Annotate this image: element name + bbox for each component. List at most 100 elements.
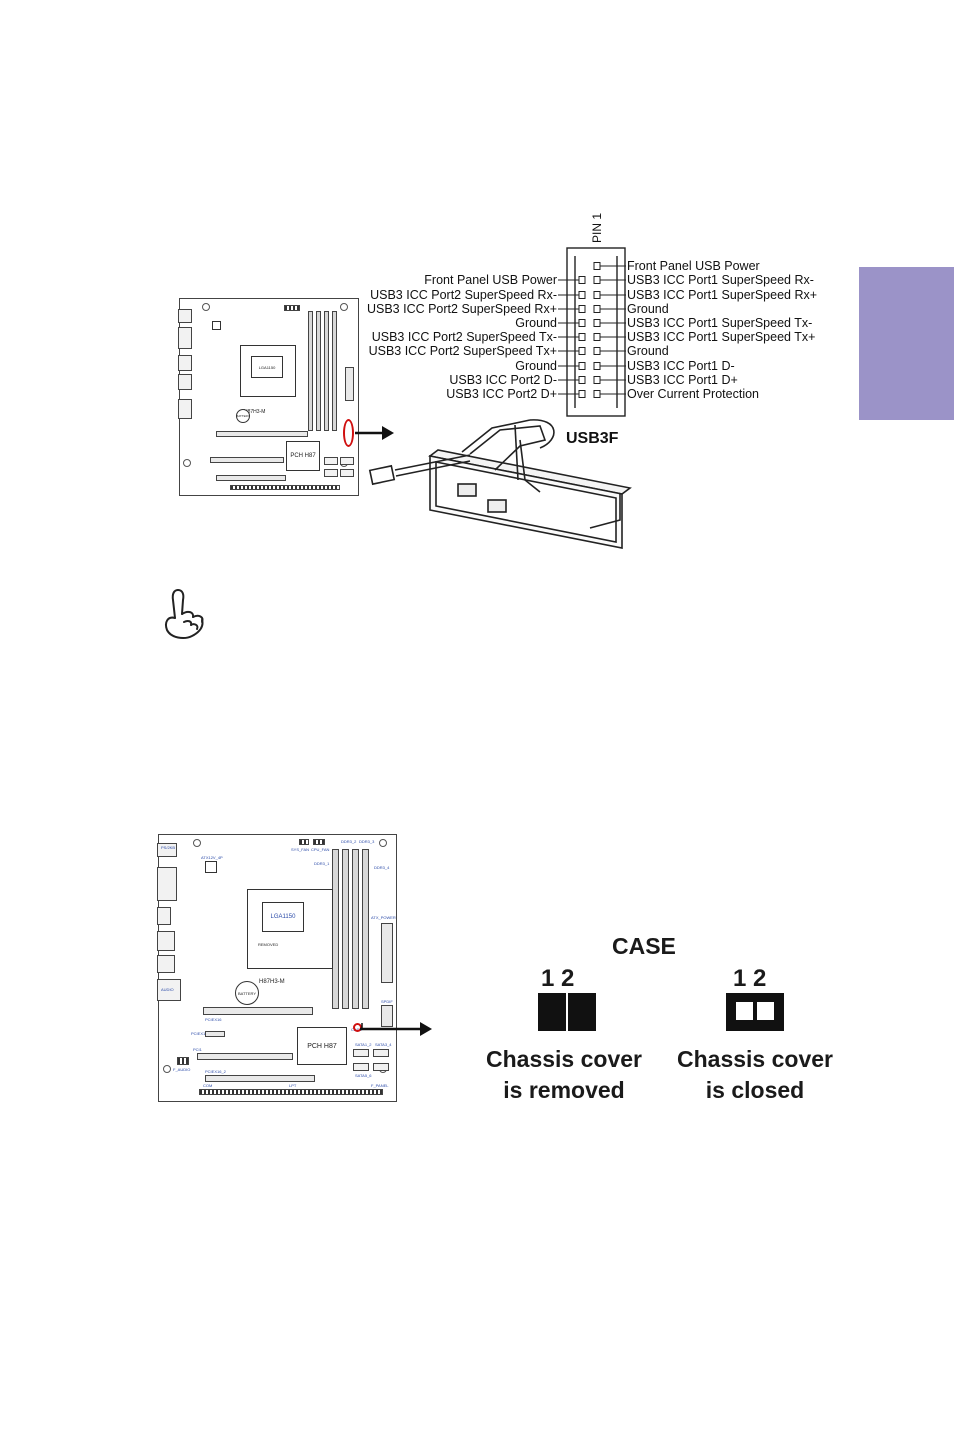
ddr3-3-label: DDR3_3 xyxy=(359,839,375,844)
atx12v-connector xyxy=(205,861,217,873)
atx-power-connector xyxy=(345,367,354,401)
dimm-slot xyxy=(332,311,337,431)
mount-hole xyxy=(340,303,348,311)
cpu-fan-label: CPU_FAN xyxy=(311,847,330,852)
sata-port xyxy=(340,469,354,477)
f-audio-label: F_AUDIO xyxy=(173,1067,191,1072)
ddr3-1-label: DDR3_1 xyxy=(314,861,330,866)
lpt-label: LPT xyxy=(289,1083,297,1088)
mount-hole xyxy=(163,1065,171,1073)
pin-label-right: Front Panel USB Power xyxy=(627,259,760,273)
pcie-x16-slot xyxy=(216,431,308,437)
mount-hole xyxy=(193,839,201,847)
dimm-slot xyxy=(324,311,329,431)
sata-port xyxy=(340,457,354,465)
board-model: H87H3-M xyxy=(244,409,266,415)
dimm-slot-2 xyxy=(342,849,349,1009)
pcie-x16-slot xyxy=(203,1007,313,1015)
sys-fan-label: SYS_FAN xyxy=(291,847,310,852)
battery: BATTERY xyxy=(236,409,250,423)
motherboard-diagram-bottom: PS/2KB AUDIO ATX12V_4P SYS_FAN CPU_FAN D… xyxy=(157,834,397,1102)
jumper-open-closed-icon xyxy=(726,993,784,1031)
cpu-socket-label: LGA1150 xyxy=(251,356,283,378)
pcie-x16-2-slot xyxy=(205,1075,315,1082)
pin-label-right: Ground xyxy=(627,344,669,358)
case-jumper-highlight xyxy=(353,1023,362,1032)
pin-label-right: Ground xyxy=(627,302,669,316)
atx12v-connector xyxy=(212,321,221,330)
chipset: PCH H87 xyxy=(297,1027,347,1065)
sata-port xyxy=(373,1063,389,1071)
io-port xyxy=(178,399,192,419)
pci-slot xyxy=(197,1053,293,1060)
sata-port xyxy=(353,1049,369,1057)
spdif-label: SPDIF xyxy=(381,999,393,1004)
case-jumper-title: CASE xyxy=(612,933,676,959)
battery: BATTERY xyxy=(235,981,259,1005)
sata-port xyxy=(324,457,338,465)
dimm-slot xyxy=(316,311,321,431)
pin-label-left: USB3 ICC Port2 SuperSpeed Rx+ xyxy=(366,302,557,316)
com-label: COM xyxy=(203,1083,213,1088)
bottom-headers xyxy=(199,1089,383,1095)
pin1-label: PIN 1 xyxy=(590,212,604,243)
pci-slot xyxy=(210,457,284,463)
sata5-6-label: SATA5_6 xyxy=(355,1073,372,1078)
ddr3-4-label: DDR3_4 xyxy=(374,865,390,870)
dimm-slot-4 xyxy=(362,849,369,1009)
pin-label-left: USB3 ICC Port2 D+ xyxy=(446,387,557,401)
mount-hole xyxy=(183,459,191,467)
lan-port xyxy=(157,955,175,973)
jumper-cap-removed-icon xyxy=(538,993,596,1031)
sata1-2-label: SATA1_2 xyxy=(355,1042,372,1047)
usb3f-header-box xyxy=(566,247,626,417)
pin-label-right: USB3 ICC Port1 D+ xyxy=(627,373,738,387)
cpu-socket-label: LGA1150 xyxy=(262,902,304,932)
audio-label: AUDIO xyxy=(161,987,174,992)
pciex16-label: PCIEX16 xyxy=(205,1017,222,1022)
sata-port xyxy=(373,1049,389,1057)
caption-removed-line2: is removed xyxy=(503,1077,625,1103)
usb3f-drawing xyxy=(355,247,632,549)
usb3f-highlight-circle xyxy=(343,419,354,447)
io-port xyxy=(178,327,192,349)
pin-label-right: USB3 ICC Port1 SuperSpeed Tx+ xyxy=(627,330,816,344)
pin-label-left: USB3 ICC Port2 D- xyxy=(449,373,557,387)
sata3-4-label: SATA3_4 xyxy=(375,1042,392,1047)
sata-port xyxy=(353,1063,369,1071)
sys-fan-header xyxy=(299,839,309,845)
jumper-pin-numbers-removed: 1 2 xyxy=(541,965,575,992)
cpu-socket: LGA1150 REMOVED xyxy=(247,889,333,969)
chapter-side-tab xyxy=(859,267,954,420)
caption-closed-line1: Chassis cover xyxy=(677,1046,833,1072)
pin-label-left: Ground xyxy=(515,316,557,330)
caption-closed-line2: is closed xyxy=(705,1077,805,1103)
io-port xyxy=(178,374,192,390)
pin-label-left: Ground xyxy=(515,359,557,373)
pointer-arrow xyxy=(355,426,394,440)
pin-label-left: USB3 ICC Port2 SuperSpeed Tx- xyxy=(371,330,557,344)
pin-label-left: Front Panel USB Power xyxy=(424,273,557,287)
f-audio-header xyxy=(177,1057,189,1065)
io-port xyxy=(178,355,192,371)
caption-removed-line1: Chassis cover xyxy=(486,1046,642,1072)
pciex1-label: PCIEX1 xyxy=(191,1031,206,1036)
sata-port xyxy=(324,469,338,477)
fan-header xyxy=(284,305,300,311)
usb3-front-bracket xyxy=(368,419,632,549)
atx-power-connector xyxy=(381,923,393,983)
io-port xyxy=(178,309,192,323)
caption-chassis-removed: Chassis cover is removed xyxy=(474,1044,654,1106)
caption-chassis-closed: Chassis cover is closed xyxy=(665,1044,845,1106)
ddr3-2-label: DDR3_2 xyxy=(341,839,357,844)
vga-port xyxy=(157,867,177,901)
mount-hole xyxy=(202,303,210,311)
cpu-fan-header xyxy=(313,839,325,845)
pin-label-right: USB3 ICC Port1 SuperSpeed Rx+ xyxy=(627,288,818,302)
cpu-socket: LGA1150 xyxy=(240,345,296,397)
mount-hole xyxy=(379,839,387,847)
pin-label-left: USB3 ICC Port2 SuperSpeed Rx- xyxy=(370,288,557,302)
pci1-label: PCI1 xyxy=(193,1047,202,1052)
usb3f-connector-name: USB3F xyxy=(566,430,619,447)
audio-port xyxy=(157,979,181,1001)
